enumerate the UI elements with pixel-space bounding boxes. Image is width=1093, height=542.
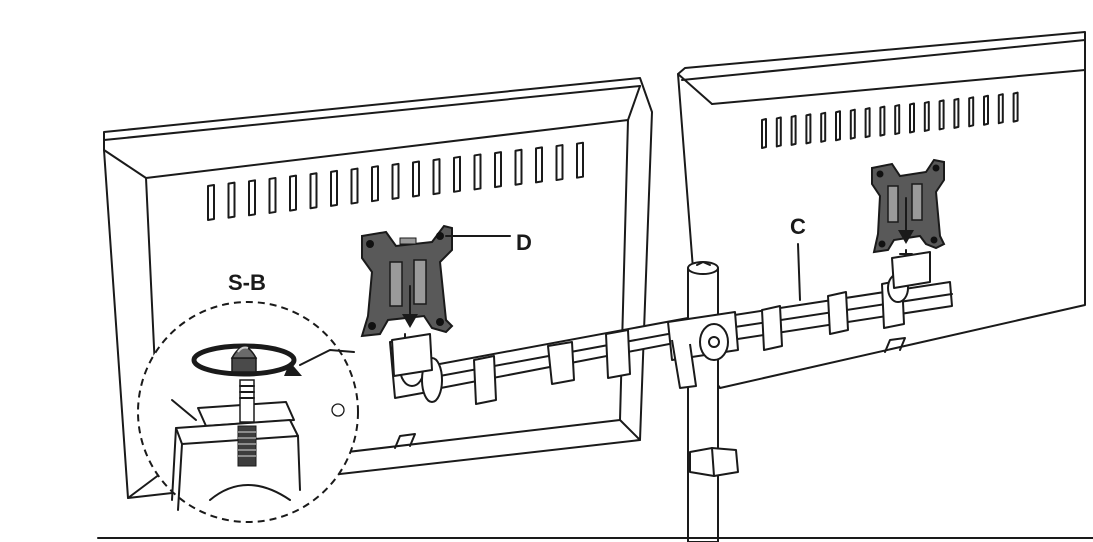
vent-slot <box>953 97 960 129</box>
vent-slot <box>983 94 989 126</box>
down-arrow-left <box>391 285 433 377</box>
vesa-plate-right <box>871 158 946 254</box>
cap-nut-icon <box>230 346 258 373</box>
vent-slot <box>849 108 856 140</box>
left-monitor-notch <box>394 433 416 449</box>
detail-magnifier <box>137 301 359 523</box>
vent-slot <box>268 176 277 214</box>
vent-slot <box>909 102 915 134</box>
vent-slot <box>938 99 945 131</box>
vent-slot <box>453 155 461 193</box>
vent-slot <box>864 107 871 139</box>
vent-slot <box>894 104 901 136</box>
vent-slot <box>820 111 827 143</box>
vent-slot <box>923 100 930 132</box>
vent-slot <box>371 165 379 203</box>
vent-slot <box>207 184 215 221</box>
pole <box>687 261 739 542</box>
callout-s-b: S-B <box>228 270 266 295</box>
vent-slot <box>775 116 782 148</box>
vent-slot <box>576 141 584 179</box>
vesa-plate-left <box>360 224 454 338</box>
right-arm <box>667 273 953 389</box>
vent-slot <box>805 113 812 145</box>
label-s-b: S-B <box>228 270 266 295</box>
vent-slot <box>790 114 797 146</box>
vent-slot <box>473 153 482 191</box>
vent-slot <box>761 118 767 149</box>
rotate-arrow-icon <box>191 343 297 377</box>
vent-slot <box>350 167 359 205</box>
vent-slot <box>879 105 886 137</box>
vent-slot <box>391 162 400 200</box>
vent-slot <box>555 144 564 182</box>
right-monitor-notch <box>884 337 906 353</box>
vent-slot <box>535 146 543 184</box>
vent-slot <box>835 110 841 142</box>
label-d: D <box>516 230 532 255</box>
vent-slot <box>289 174 297 212</box>
vent-slot <box>309 172 318 210</box>
vent-slot <box>1012 91 1019 123</box>
left-monitor-vents <box>207 141 584 221</box>
vent-slot <box>227 181 236 219</box>
down-arrow-right <box>891 197 931 289</box>
vent-slot <box>248 179 256 217</box>
callout-c: C <box>790 214 806 301</box>
vent-slot <box>968 96 975 128</box>
label-c: C <box>790 214 806 239</box>
vent-slot <box>412 160 420 198</box>
vent-slot <box>494 151 502 189</box>
vent-slot <box>330 169 338 207</box>
vent-slot <box>432 158 441 196</box>
vent-slot <box>514 148 523 186</box>
right-monitor-vents <box>761 91 1019 149</box>
vent-slot <box>997 93 1004 125</box>
callout-d: D <box>445 230 532 255</box>
